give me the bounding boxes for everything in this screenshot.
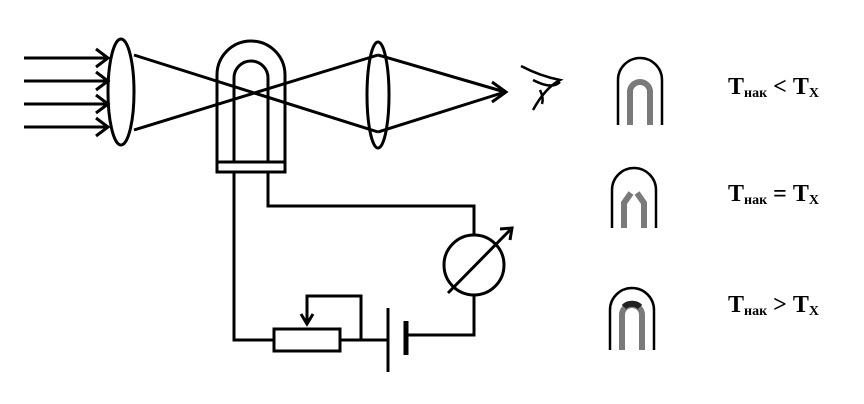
rheostat	[272, 294, 363, 353]
t-subscript: нак	[744, 193, 768, 208]
rhs-symbol: T	[792, 74, 809, 100]
condition-label-equal: Tнак = TX	[728, 181, 819, 208]
light-ray-paths	[133, 53, 509, 134]
operator: >	[767, 292, 793, 318]
ammeter	[442, 226, 514, 297]
t-subscript: нак	[744, 86, 768, 101]
rhs-symbol: T	[792, 292, 809, 318]
condition-label-less: Tнак < TX	[728, 74, 819, 101]
rhs-subscript: X	[808, 193, 819, 208]
objective-lens	[106, 37, 136, 147]
operator: <	[767, 74, 793, 100]
filament-view-equal	[610, 166, 658, 228]
t-symbol: T	[728, 181, 745, 207]
t-symbol: T	[728, 74, 745, 100]
t-symbol: T	[728, 292, 745, 318]
battery	[386, 308, 409, 372]
rhs-symbol: T	[792, 181, 809, 207]
circuit-wires	[232, 172, 476, 342]
eye-icon	[520, 64, 564, 111]
pyrometer-lamp	[215, 39, 287, 174]
t-subscript: нак	[744, 304, 768, 319]
operator: =	[767, 181, 793, 207]
filament-view-cold	[616, 56, 664, 125]
rhs-subscript: X	[808, 304, 819, 319]
eyepiece-lens	[365, 40, 391, 150]
rhs-subscript: X	[808, 86, 819, 101]
incoming-light-rays	[24, 47, 111, 138]
condition-label-greater: Tнак > TX	[728, 292, 819, 319]
filament-view-hot	[608, 286, 656, 350]
